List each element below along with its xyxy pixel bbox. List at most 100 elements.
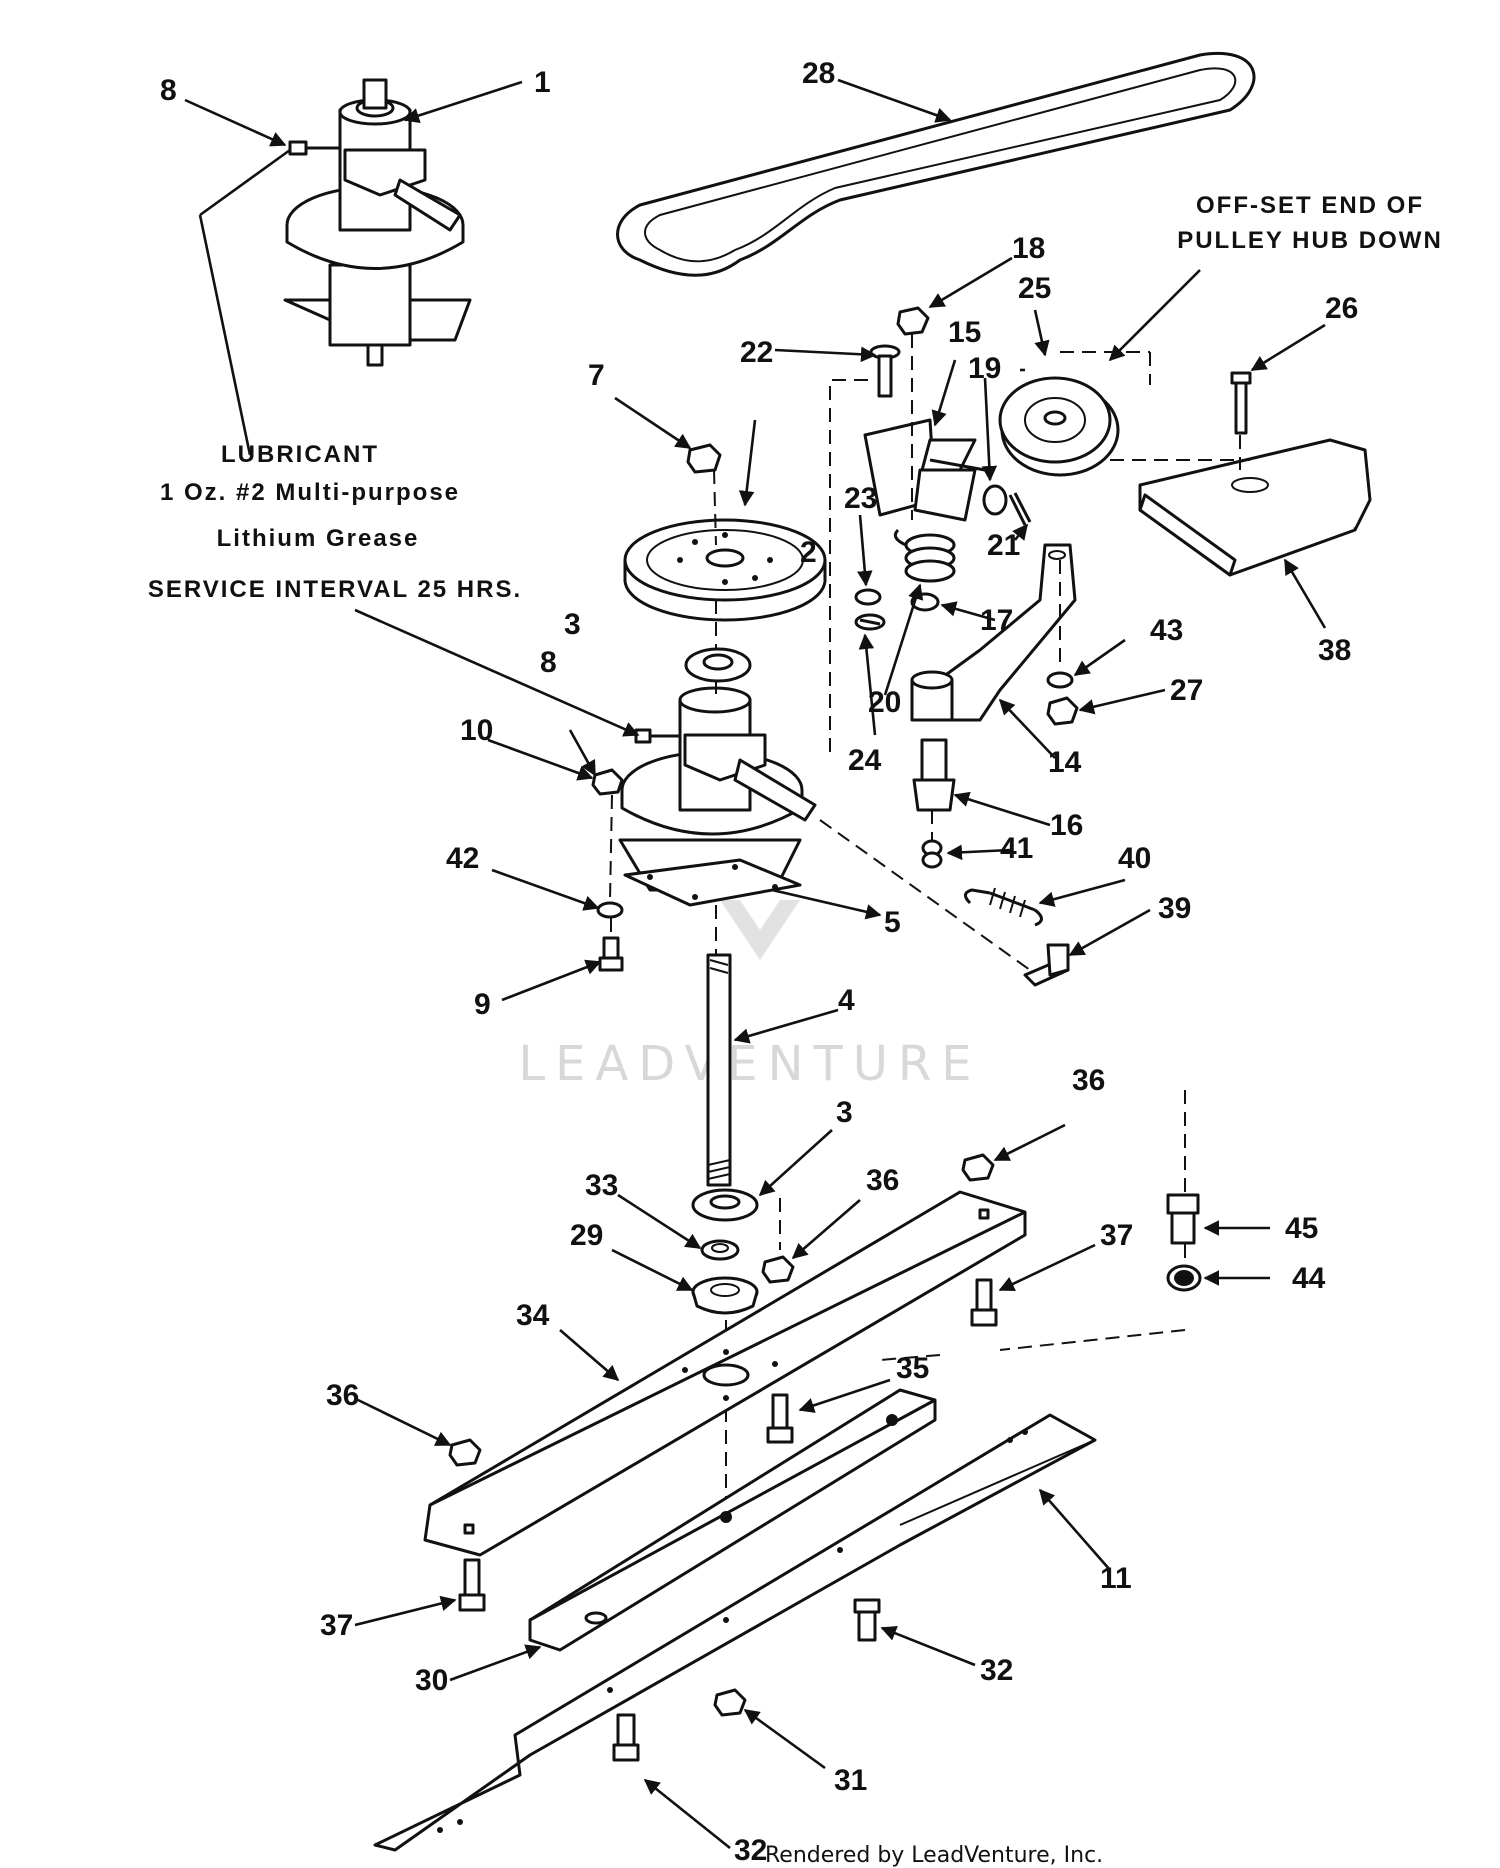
part-cotter-pin-21 — [1008, 492, 1032, 526]
callout-5: 5 — [884, 906, 901, 939]
callout-32-lower: 32 — [734, 1834, 767, 1867]
callout-31: 31 — [834, 1764, 867, 1797]
callout-40: 40 — [1118, 842, 1151, 875]
callout-numbers: 1 2 3 3 4 5 7 8 8 9 10 11 14 15 16 17 18… — [160, 57, 1358, 1867]
callout-37-right: 37 — [1100, 1219, 1133, 1252]
part-nut-18 — [896, 306, 930, 336]
part-idler-arm-14 — [910, 543, 1077, 722]
callout-9: 9 — [474, 988, 491, 1021]
watermark-text: LEADVENTURE — [518, 1036, 981, 1092]
part-nut-10 — [591, 768, 624, 796]
part-bushing-24 — [854, 613, 886, 631]
part-bolt-45 — [1166, 1193, 1200, 1245]
part-spacer-33 — [700, 1239, 740, 1261]
callout-20: 20 — [868, 686, 901, 719]
part-idler-bracket-15 — [863, 418, 986, 522]
part-washer-23 — [854, 588, 882, 606]
callout-8-lower: 8 — [540, 646, 557, 679]
part-nut-36-top — [961, 1153, 995, 1182]
callout-41: 41 — [1000, 832, 1033, 865]
callout-37-left: 37 — [320, 1609, 353, 1642]
part-bolt-37-left — [458, 1558, 486, 1612]
callout-26: 26 — [1325, 292, 1358, 325]
callout-43: 43 — [1150, 614, 1183, 647]
part-bolt-26 — [1230, 371, 1252, 435]
callout-36-mid: 36 — [866, 1164, 899, 1197]
part-pulley-main — [623, 518, 827, 622]
note-lubricant: LUBRICANT — [221, 441, 379, 468]
callout-10: 10 — [460, 714, 493, 747]
part-nut-36-mid — [761, 1255, 795, 1284]
leader-lines — [184, 78, 1327, 1850]
callout-4: 4 — [838, 984, 855, 1017]
callout-7: 7 — [588, 359, 605, 392]
part-locknut-7 — [686, 443, 722, 474]
part-nut-36-left — [448, 1438, 482, 1467]
note-offset-line1: OFF-SET END OF — [1196, 192, 1424, 219]
callout-22: 22 — [740, 336, 773, 369]
credit-text: Rendered by LeadVenture, Inc. — [765, 1843, 1103, 1868]
part-nut-41 — [921, 839, 943, 869]
callout-14: 14 — [1048, 746, 1082, 779]
callout-15: 15 — [948, 316, 981, 349]
part-nut-31 — [713, 1688, 747, 1717]
part-mounting-plate — [623, 858, 802, 907]
part-washer-44 — [1166, 1264, 1202, 1292]
callout-28: 28 — [802, 57, 835, 90]
callout-34: 34 — [516, 1299, 550, 1332]
part-bearing-upper — [684, 647, 752, 683]
part-spindle-shaft — [706, 953, 732, 1187]
part-belt-guard-38 — [1138, 438, 1372, 577]
callout-17: 17 — [980, 604, 1013, 637]
callout-23: 23 — [844, 482, 877, 515]
part-bolt-9 — [598, 936, 624, 972]
part-bolt-32-right — [853, 1598, 881, 1642]
callout-18: 18 — [1012, 232, 1045, 265]
callout-36-left: 36 — [326, 1379, 359, 1412]
part-spindle-housing — [618, 686, 817, 892]
part-blade-adapter-34 — [423, 1190, 1027, 1557]
part-grease-fitting-lower — [634, 728, 680, 744]
callout-8-upper: 8 — [160, 74, 177, 107]
callout-44: 44 — [1292, 1262, 1326, 1295]
callout-3-lower: 3 — [836, 1096, 853, 1129]
part-drive-belt — [616, 52, 1256, 277]
part-spring-anchor-39 — [1023, 943, 1070, 987]
callout-30: 30 — [415, 1664, 448, 1697]
part-blade-adapter-29 — [691, 1276, 759, 1315]
callout-27: 27 — [1170, 674, 1203, 707]
note-service-interval: SERVICE INTERVAL 25 HRS. — [148, 576, 522, 603]
callout-21: 21 — [987, 529, 1020, 562]
callout-32-right: 32 — [980, 1654, 1013, 1687]
part-idler-pulley-25 — [998, 376, 1120, 477]
part-nut-27 — [1046, 696, 1079, 726]
callout-11: 11 — [1100, 1562, 1132, 1595]
part-bolt-37-right — [970, 1278, 998, 1327]
part-bolt-35 — [766, 1393, 794, 1444]
callout-29: 29 — [570, 1219, 603, 1252]
callout-35: 35 — [896, 1352, 929, 1385]
note-grease-amount: 1 Oz. #2 Multi-purpose — [160, 479, 460, 506]
callout-25: 25 — [1018, 272, 1051, 305]
note-grease-type: Lithium Grease — [217, 525, 420, 552]
callout-1: 1 — [534, 66, 551, 99]
callout-45: 45 — [1285, 1212, 1318, 1245]
callout-33: 33 — [585, 1169, 618, 1202]
callout-42: 42 — [446, 842, 479, 875]
part-grease-fitting-upper — [288, 140, 340, 156]
part-carriage-bolt-22 — [869, 344, 901, 398]
part-washer-42 — [596, 901, 624, 919]
callout-3-upper: 3 — [564, 608, 581, 641]
part-spindle-assembly — [283, 78, 472, 367]
part-bolt-32-lower — [612, 1713, 640, 1762]
part-bearing-lower — [691, 1188, 759, 1222]
callout-36-top: 36 — [1072, 1064, 1105, 1097]
part-washer-19 — [982, 484, 1008, 516]
callout-39: 39 — [1158, 892, 1191, 925]
callout-38: 38 — [1318, 634, 1351, 667]
part-nut-43 — [1046, 671, 1074, 689]
callout-16: 16 — [1050, 809, 1083, 842]
callout-2: 2 — [800, 536, 817, 569]
part-stiffener-bar-30 — [528, 1388, 937, 1652]
